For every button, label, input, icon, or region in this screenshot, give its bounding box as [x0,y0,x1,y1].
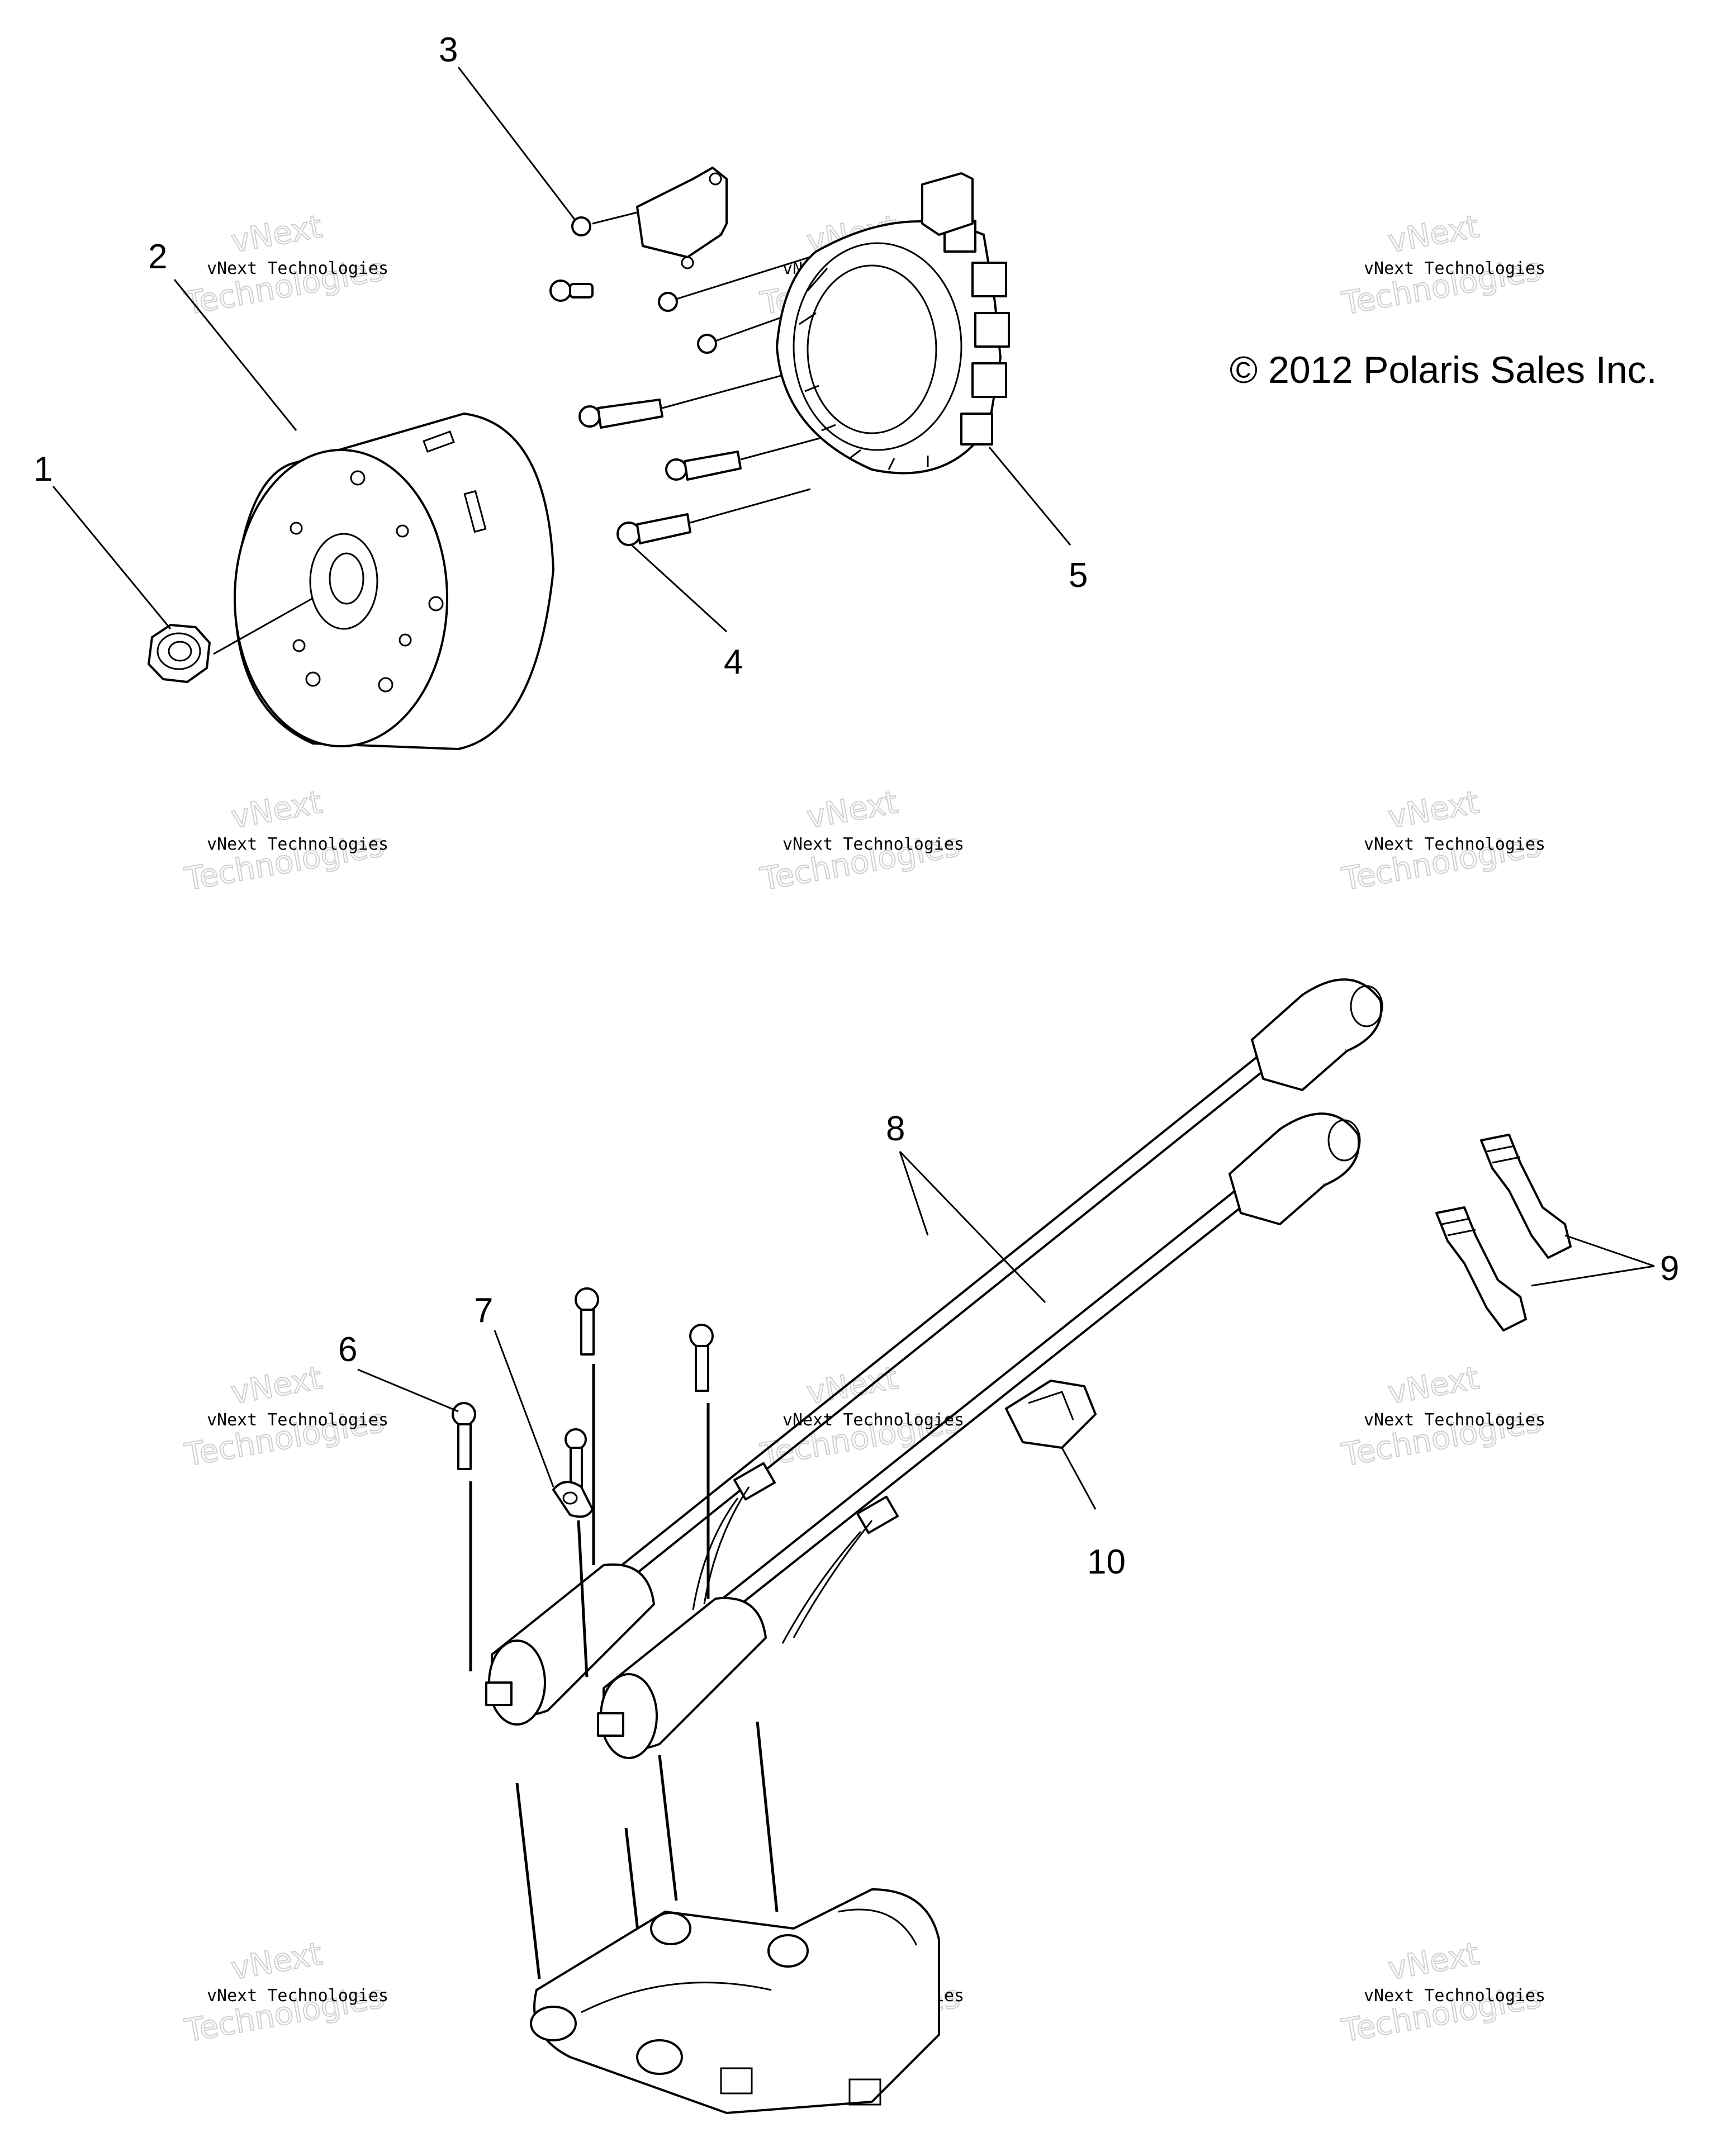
svg-text:vNext: vNext [229,209,325,260]
svg-text:vNext Technologies: vNext Technologies [207,1986,388,2006]
mounting-bracket [530,1888,940,2114]
callout-5: 5 [1069,556,1088,595]
part-6-coil-screws [452,1287,714,1488]
svg-text:vNext: vNext [229,1936,325,1987]
svg-text:vNext: vNext [1386,784,1482,836]
svg-text:vNext Technologies: vNext Technologies [1364,259,1545,278]
callout-8: 8 [886,1110,905,1148]
part-1-flange-nut [148,624,211,683]
callout-2: 2 [148,238,167,276]
part-3-sensor [571,167,728,269]
svg-text:vNext Technologies: vNext Technologies [782,835,964,854]
part-5-stator [776,172,1010,475]
part-2-flywheel [213,413,554,750]
watermark: Technologies vNext vNext Technologies [182,784,388,899]
watermark: Technologies vNext vNext Technologies [1339,1359,1545,1475]
watermark: Technologies vNext vNext Technologies [182,208,388,323]
copyright-text: © 2012 Polaris Sales Inc. [1230,349,1657,391]
svg-text:vNext Technologies: vNext Technologies [1364,1986,1545,2006]
svg-text:vNext Technologies: vNext Technologies [207,835,388,854]
svg-text:vNext Technologies: vNext Technologies [207,259,388,278]
leader-lines [52,67,1071,1487]
watermark: Technologies vNext vNext Technologies [1339,208,1545,323]
svg-text:vNext: vNext [1386,1360,1482,1411]
svg-text:vNext: vNext [804,1360,900,1411]
callout-3: 3 [439,31,458,69]
svg-text:vNext: vNext [229,784,325,836]
callout-7: 7 [474,1291,493,1330]
watermark: Technologies vNext vNext Technologies [182,1935,388,2050]
part-10-clip [1005,1380,1097,1510]
svg-text:vNext: vNext [1386,1936,1482,1987]
svg-text:vNext: vNext [1386,209,1482,260]
callout-10: 10 [1087,1543,1126,1581]
part-8-coils-and-leads [485,978,1383,1759]
svg-text:vNext Technologies: vNext Technologies [1364,835,1545,854]
svg-text:vNext: vNext [229,1360,325,1411]
part-9-spark-plugs [1435,1134,1655,1331]
callout-9: 9 [1660,1249,1679,1288]
watermark: Technologies vNext vNext Technologies [182,1359,388,1475]
watermark: Technologies vNext vNext Technologies [757,784,964,899]
callout-1: 1 [34,450,53,489]
svg-text:vNext: vNext [804,784,900,836]
watermark: Technologies vNext vNext Technologies [757,1359,964,1475]
watermark: Technologies vNext vNext Technologies [1339,1935,1545,2050]
callouts: 1 2 3 4 5 6 7 8 9 10 [34,31,1679,1581]
callout-6: 6 [338,1330,357,1369]
callout-4: 4 [724,643,743,681]
svg-text:vNext Technologies: vNext Technologies [207,1410,388,1430]
svg-text:vNext Technologies: vNext Technologies [1364,1410,1545,1430]
part-7-clamp [552,1481,594,1518]
watermark: Technologies vNext vNext Technologies [1339,784,1545,899]
